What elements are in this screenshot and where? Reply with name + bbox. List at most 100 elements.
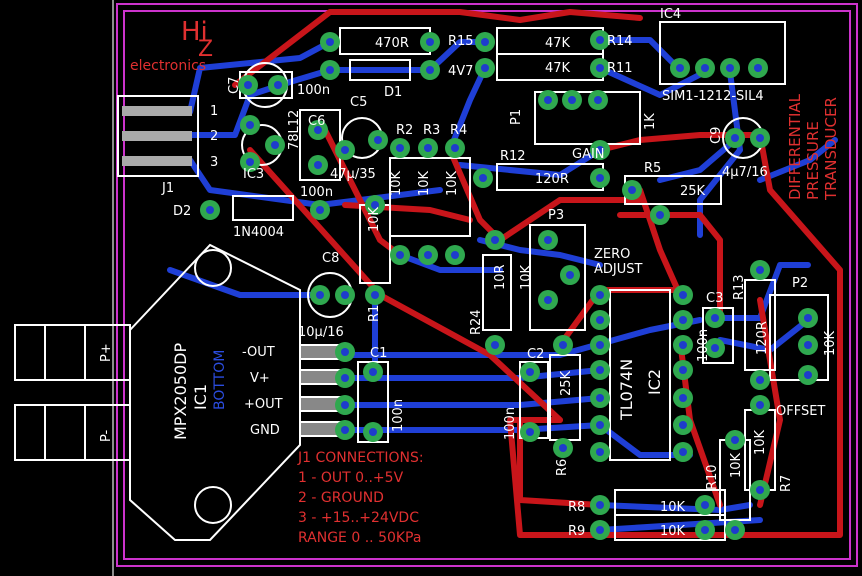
label-r8: R8: [568, 500, 585, 515]
pad-hole: [526, 368, 534, 376]
pad-hole: [341, 374, 349, 382]
label-r14-value: 47K: [545, 36, 571, 51]
pad-hole: [424, 251, 432, 259]
pad-hole: [756, 486, 764, 494]
pad-hole: [756, 266, 764, 274]
label-p1-value: 1K: [643, 113, 658, 130]
pad-hole: [341, 146, 349, 154]
pad-hole: [596, 146, 604, 154]
label-r3-value: 10K: [417, 170, 432, 196]
label-c8: C8: [322, 251, 339, 266]
label-adjust: ADJUST: [594, 262, 643, 277]
pad-hole: [426, 38, 434, 46]
pad-hole: [544, 236, 552, 244]
note-line1: J1 CONNECTIONS:: [297, 450, 424, 466]
pad-hole: [568, 96, 576, 104]
pad-hole: [341, 291, 349, 299]
label-r4-value: 10K: [445, 170, 460, 196]
pad-hole: [596, 64, 604, 72]
label-p2: P2: [792, 276, 808, 291]
pad-hole: [701, 64, 709, 72]
pad-hole: [596, 366, 604, 374]
pad-hole: [396, 251, 404, 259]
label-r1: R1: [367, 305, 382, 322]
pad-hole: [754, 64, 762, 72]
label-vplus: V+: [250, 371, 270, 386]
label-ic2: IC2: [645, 369, 664, 395]
label-r-470r: 470R: [375, 36, 409, 51]
label-gain: GAIN: [572, 147, 605, 162]
label-gnd: GND: [250, 423, 280, 438]
pad-hole: [596, 421, 604, 429]
pad-hole: [341, 348, 349, 356]
label-r8-value: 10K: [660, 500, 686, 515]
logo-text: electronics: [130, 58, 206, 74]
pad-hole: [596, 394, 604, 402]
pad-hole: [314, 161, 322, 169]
pad-hole: [481, 38, 489, 46]
pad-hole: [679, 341, 687, 349]
label-pin2: 2: [210, 129, 218, 144]
pad-hole: [371, 291, 379, 299]
title-line3: TRANSDUCER: [822, 97, 840, 201]
pad-hole: [731, 134, 739, 142]
pad-hole: [679, 394, 687, 402]
label-c3: C3: [706, 291, 723, 306]
label-d1: D1: [384, 85, 402, 100]
pad-hole: [628, 186, 636, 194]
label-c2-value: 100n: [503, 407, 518, 440]
pad-hole: [314, 126, 322, 134]
label-ic4-part: SIM1-1212-SIL4: [662, 89, 764, 104]
pad-hole: [396, 144, 404, 152]
label-r9-value: 10K: [660, 524, 686, 539]
logo-hi: Hi: [181, 17, 208, 47]
label-r6-value: 25K: [559, 370, 574, 396]
label-c3-value: 100n: [696, 329, 711, 362]
pad-hole: [804, 341, 812, 349]
label-p3: P3: [548, 208, 564, 223]
pad-hole: [274, 81, 282, 89]
label-j1: J1: [161, 181, 174, 196]
label-c9: C9: [709, 127, 724, 144]
label-bottom: BOTTOM: [212, 350, 228, 410]
note-line3: 2 - GROUND: [298, 490, 384, 506]
pad-hole: [246, 121, 254, 129]
pad-hole: [451, 144, 459, 152]
pad-hole: [679, 421, 687, 429]
title-line2: PRESSURE: [804, 121, 822, 200]
pad-hole: [316, 291, 324, 299]
pad-hole: [244, 81, 252, 89]
pad-hole: [756, 376, 764, 384]
label-p2-value: 10K: [823, 330, 838, 356]
pad-hole: [804, 371, 812, 379]
label-p3-value: 10K: [519, 264, 534, 290]
label-p-minus: P-: [99, 429, 114, 442]
logo-z: Z: [198, 37, 213, 62]
pad-hole: [271, 141, 279, 149]
label-r6: R6: [555, 459, 570, 476]
pad-hole: [596, 316, 604, 324]
pad-hole: [711, 314, 719, 322]
note-line5: RANGE 0 .. 50KPa: [298, 530, 421, 546]
pad-hole: [731, 526, 739, 534]
label-c5: C5: [350, 95, 367, 110]
j1-connector-pins: [122, 106, 192, 166]
label-ic1: IC1: [191, 384, 210, 410]
pad-hole: [679, 448, 687, 456]
label-r7-value: 10K: [753, 429, 768, 455]
label-c1-value: 100n: [391, 399, 406, 432]
label-c7: C7: [227, 77, 242, 94]
pad-hole: [596, 526, 604, 534]
label-r24-value: 10R: [493, 264, 508, 290]
label-out-neg: -OUT: [242, 345, 275, 360]
pad-hole: [544, 96, 552, 104]
title-line1: DIFFERENTIAL: [786, 93, 804, 200]
pad-hole: [326, 38, 334, 46]
pad-hole: [326, 66, 334, 74]
pad-hole: [426, 66, 434, 74]
pad-layer: [200, 30, 818, 540]
label-r5-value: 25K: [680, 184, 706, 199]
label-out-pos: +OUT: [244, 397, 283, 412]
label-ic4: IC4: [660, 7, 681, 22]
